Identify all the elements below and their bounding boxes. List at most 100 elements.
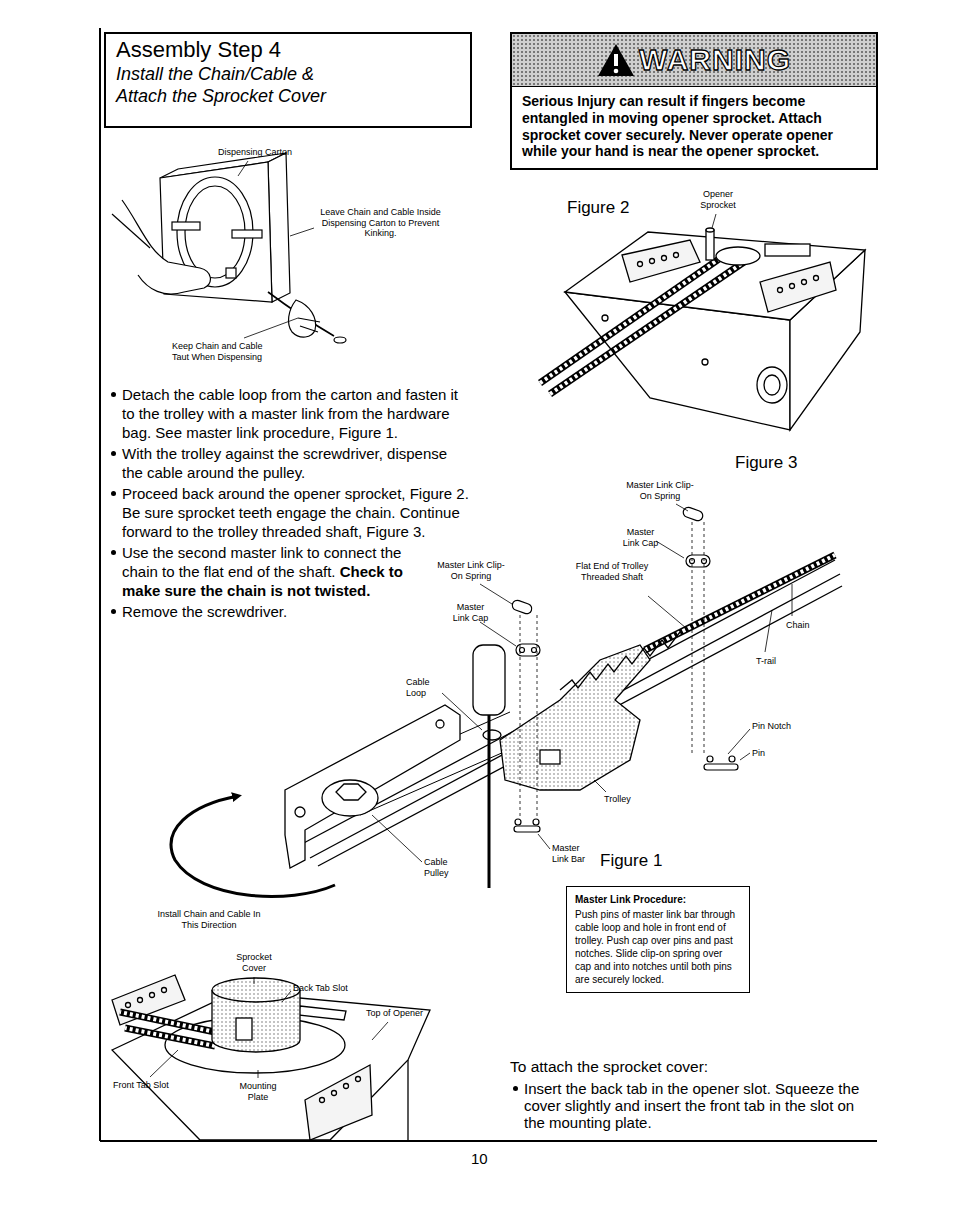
leader-line bbox=[244, 318, 298, 338]
warning-icon bbox=[614, 69, 619, 74]
opener-top bbox=[150, 993, 155, 998]
master-link-parts bbox=[729, 756, 735, 762]
part-label: Master Link Cap bbox=[618, 527, 663, 548]
leader-line bbox=[728, 729, 750, 754]
sprocket-cover bbox=[212, 978, 300, 1052]
part-label: Sprocket Cover bbox=[226, 952, 282, 973]
opener-head bbox=[790, 284, 795, 289]
opener-top bbox=[356, 1077, 361, 1082]
opener-top bbox=[344, 1084, 349, 1089]
dispensing-carton bbox=[172, 222, 200, 230]
note-label: Install Chain and Cable In This Directio… bbox=[150, 909, 268, 930]
bullet-dot bbox=[111, 550, 116, 555]
part-label: Cable Loop bbox=[406, 677, 446, 698]
warning-word: WARNING bbox=[639, 43, 791, 77]
leader-line bbox=[594, 780, 606, 792]
opener-head bbox=[602, 315, 608, 321]
leader-line bbox=[656, 541, 684, 558]
leader-line bbox=[792, 584, 793, 616]
opener-head bbox=[814, 276, 819, 281]
trolley bbox=[560, 632, 680, 690]
trolley bbox=[500, 632, 680, 790]
instruction-text: Insert the back tab in the opener slot. … bbox=[524, 1080, 859, 1131]
opener-top bbox=[305, 1065, 372, 1140]
figure-label: Figure 2 bbox=[567, 198, 629, 218]
screwdriver bbox=[488, 715, 491, 888]
page-frame bbox=[99, 28, 101, 1141]
opener-head bbox=[702, 359, 708, 365]
leader-line bbox=[442, 693, 482, 730]
instruction-item: Proceed back around the opener sprocket,… bbox=[108, 484, 474, 541]
trolley bbox=[540, 750, 560, 764]
part-label: Opener Sprocket bbox=[688, 189, 748, 210]
direction-arrow bbox=[171, 796, 335, 896]
leader-line bbox=[712, 214, 716, 228]
note-label: Keep Chain and Cable Taut When Dispensin… bbox=[172, 341, 277, 362]
opener-head bbox=[760, 262, 836, 312]
opener-top bbox=[162, 988, 167, 993]
opener-sprocket bbox=[706, 228, 760, 265]
chain bbox=[540, 250, 732, 383]
part-label: Dispensing Carton bbox=[218, 147, 292, 158]
opener-head bbox=[674, 253, 679, 258]
opener-sprocket bbox=[706, 230, 714, 260]
instruction-item: With the trolley against the screwdriver… bbox=[108, 444, 472, 482]
page-number: 10 bbox=[471, 1150, 488, 1168]
pulley-bracket bbox=[285, 705, 460, 868]
bullet-dot bbox=[111, 609, 116, 614]
master-link-parts bbox=[704, 764, 738, 770]
sprocket-cover bbox=[236, 1018, 252, 1040]
opener-head bbox=[765, 244, 810, 256]
procedure-box: Master Link Procedure:Push pins of maste… bbox=[566, 886, 750, 993]
chain bbox=[645, 555, 835, 650]
part-label: Back Tab Slot bbox=[293, 983, 348, 994]
leader-line bbox=[765, 610, 772, 652]
part-label: Chain bbox=[786, 620, 810, 631]
bullet-dot bbox=[111, 392, 116, 397]
t-rail bbox=[300, 560, 842, 866]
chain bbox=[540, 250, 732, 383]
leader-line bbox=[648, 596, 686, 628]
master-link-parts bbox=[511, 506, 738, 832]
master-link-parts bbox=[514, 826, 540, 832]
leader-line bbox=[150, 977, 388, 1078]
chain bbox=[125, 1028, 215, 1046]
leader-line bbox=[258, 1070, 259, 1078]
screwdriver bbox=[483, 730, 501, 740]
leader-line bbox=[254, 977, 255, 984]
instruction-text: Proceed back around the opener sprocket,… bbox=[122, 485, 469, 540]
bullet-dot bbox=[513, 1086, 518, 1091]
dashed-guide bbox=[704, 522, 705, 754]
part-label: Mounting Plate bbox=[231, 1081, 285, 1102]
instruction-item: Remove the screwdriver. bbox=[108, 602, 422, 621]
opener-top bbox=[112, 975, 430, 1140]
leader-line bbox=[372, 504, 792, 862]
chain bbox=[645, 555, 835, 650]
dispensing-carton bbox=[226, 268, 236, 278]
leader-line bbox=[480, 584, 512, 604]
t-rail bbox=[318, 586, 842, 866]
bullet-dot bbox=[111, 451, 116, 456]
leader-line bbox=[480, 622, 516, 646]
chain bbox=[540, 250, 744, 394]
screwdriver bbox=[473, 645, 505, 715]
leader-line bbox=[372, 815, 422, 862]
master-link-parts bbox=[707, 756, 713, 762]
leader-line bbox=[282, 991, 291, 1002]
part-label: Pin Notch bbox=[752, 721, 791, 732]
dispensing-carton bbox=[112, 153, 346, 343]
warning-band: WARNING bbox=[512, 34, 876, 87]
opener-top bbox=[332, 1091, 337, 1096]
pulley-bracket bbox=[322, 780, 378, 816]
opener-top bbox=[138, 998, 143, 1003]
chain bbox=[550, 262, 744, 394]
dispensing-carton bbox=[298, 318, 320, 332]
part-label: Top of Opener bbox=[366, 1008, 423, 1019]
dashed-guide bbox=[692, 522, 693, 754]
opener-sprocket bbox=[706, 228, 714, 232]
warning-icon bbox=[614, 54, 618, 66]
instruction-list: Detach the cable loop from the carton an… bbox=[108, 385, 474, 623]
chain bbox=[125, 1028, 215, 1046]
leader-line bbox=[238, 161, 314, 338]
